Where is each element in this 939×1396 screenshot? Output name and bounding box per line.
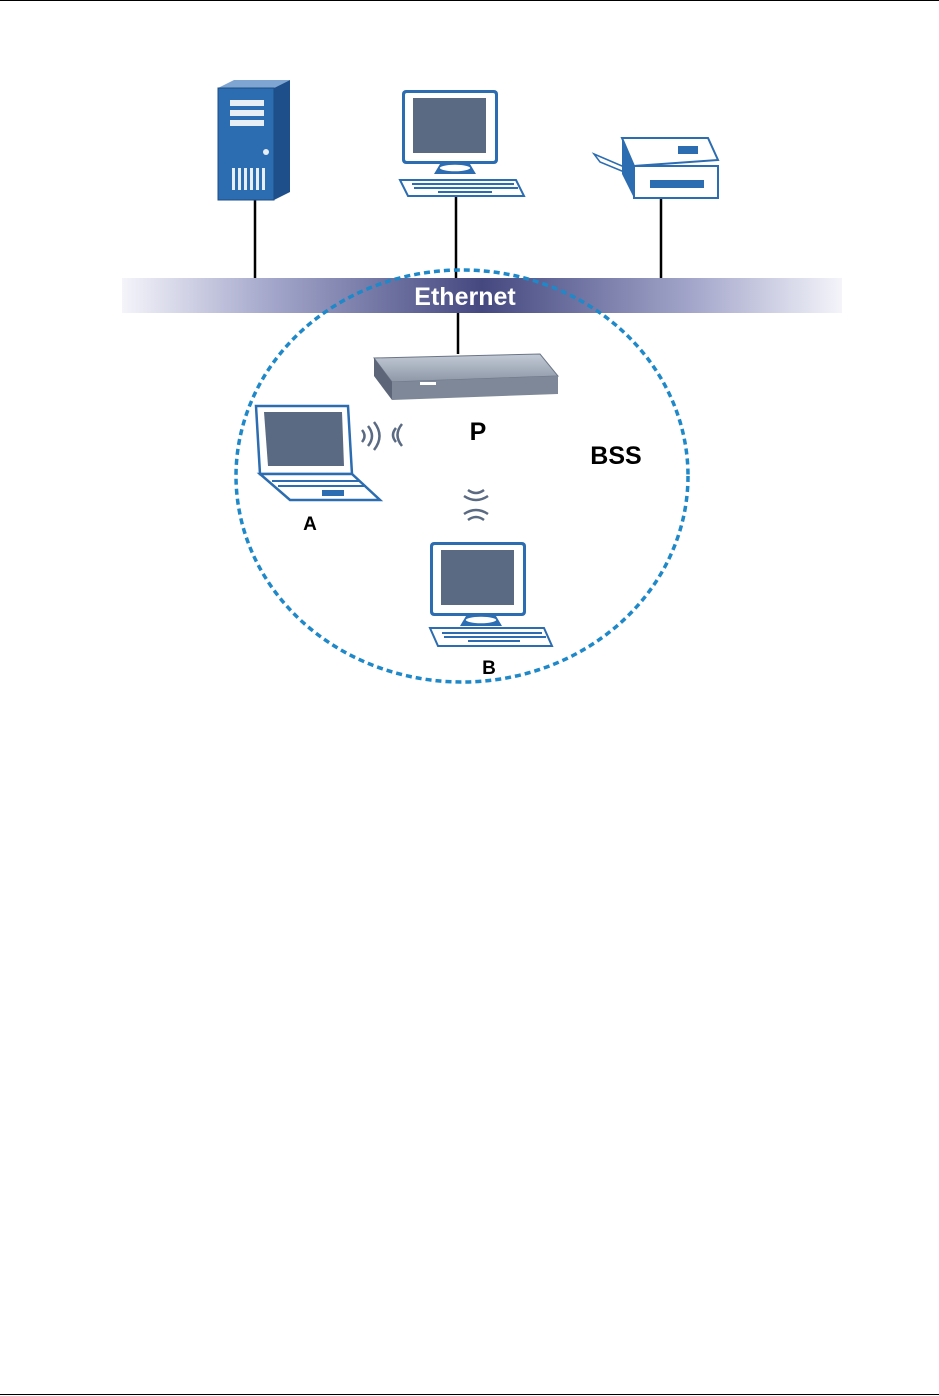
page-top-rule [0,0,939,1]
ethernet-label: Ethernet [414,283,516,311]
ethernet-bus: Ethernet [122,278,842,313]
wireless-signal-icon [362,422,402,450]
desktop-computer-icon [430,542,552,646]
desktop-computer-icon [400,90,524,196]
station-b-label: B [482,658,496,679]
access-point-icon [374,354,558,400]
bss-network-diagram: Ethernet [122,76,842,684]
server-icon [218,80,290,200]
access-point-label: P [470,418,487,446]
wired-links [255,196,661,354]
page-bottom-rule [0,1394,939,1395]
printer-icon [594,138,718,198]
wireless-signal-icon [464,490,488,520]
bss-label: BSS [590,442,641,470]
laptop-icon [256,406,380,500]
station-a-label: A [303,514,317,535]
